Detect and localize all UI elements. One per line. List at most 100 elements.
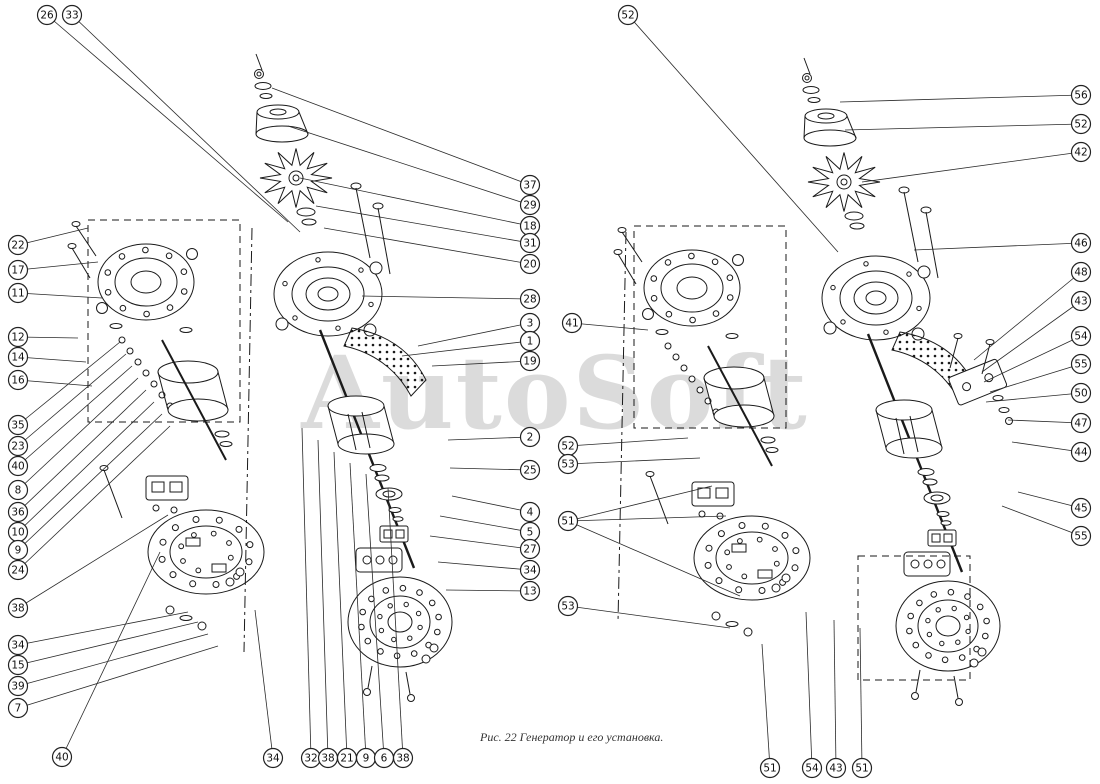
leader-line (387, 487, 404, 759)
callout-38: 38 (7, 597, 29, 619)
leader-line (567, 520, 741, 597)
adjusting-bracket (948, 358, 1008, 406)
leader-line (254, 609, 274, 759)
leader-line (17, 621, 199, 666)
callout-34: 34 (7, 634, 29, 656)
callout-11: 11 (7, 282, 29, 304)
callout-number: 34 (266, 753, 280, 765)
leader-line (17, 389, 147, 513)
leader-line (567, 457, 701, 465)
leader-line (833, 619, 837, 769)
leader-line (839, 94, 1082, 103)
callout-10: 10 (7, 521, 29, 543)
callout-38: 38 (317, 747, 339, 769)
leader-line (567, 437, 689, 447)
callout-number: 40 (11, 461, 24, 473)
callout-55: 55 (1070, 353, 1092, 375)
callout-9: 9 (7, 539, 29, 561)
leader-line (299, 177, 531, 227)
leader-line (17, 645, 219, 709)
leader-line (761, 643, 771, 769)
callout-number: 8 (15, 485, 22, 497)
leader-line (1017, 491, 1082, 509)
callout-number: 38 (396, 753, 409, 765)
callout-number: 32 (304, 753, 317, 765)
callout-number: 51 (561, 516, 574, 528)
callout-46: 46 (1070, 232, 1092, 254)
callout-number: 28 (523, 294, 536, 306)
callout-51: 51 (557, 510, 579, 532)
leader-line (627, 14, 839, 253)
callout-number: 23 (11, 441, 24, 453)
callout-33: 33 (61, 4, 83, 26)
leader-line (447, 436, 531, 441)
callout-number: 55 (1074, 531, 1087, 543)
callout-number: 43 (829, 763, 842, 775)
callout-12: 12 (7, 326, 29, 348)
callout-number: 54 (1074, 331, 1088, 343)
callout-number: 40 (55, 752, 68, 764)
callout-45: 45 (1070, 497, 1092, 519)
leader-line (985, 392, 1082, 403)
callout-3: 3 (519, 312, 541, 334)
callout-number: 35 (11, 420, 24, 432)
leader-line (439, 515, 531, 533)
callout-32: 32 (300, 747, 322, 769)
callout-37: 37 (519, 174, 541, 196)
callout-22: 22 (7, 234, 29, 256)
leader-line (983, 335, 1082, 383)
leader-line (61, 551, 161, 758)
leader-line (981, 300, 1082, 373)
figure-caption: Рис. 22 Генератор и его установка. (479, 730, 663, 744)
callout-53: 53 (557, 595, 579, 617)
leader-line (301, 427, 312, 759)
callout-52: 52 (1070, 113, 1092, 135)
callout-number: 1 (527, 336, 534, 348)
callout-36: 36 (7, 501, 29, 523)
leader-line (17, 353, 127, 447)
callout-number: 38 (321, 753, 334, 765)
leader-line (17, 425, 171, 571)
leader-line (17, 413, 163, 551)
leader-line (449, 467, 531, 471)
assembly-drawings (67, 53, 1013, 706)
callout-56: 56 (1070, 84, 1092, 106)
callout-number: 52 (621, 10, 634, 22)
leader-line (365, 473, 385, 759)
leader-line (315, 205, 531, 244)
leader-line (271, 87, 531, 186)
callout-28: 28 (519, 288, 541, 310)
callout-51: 51 (851, 757, 873, 779)
callout-number: 3 (527, 318, 534, 330)
callout-number: 36 (11, 507, 25, 519)
leader-line (46, 14, 289, 223)
leader-line (567, 485, 713, 522)
leader-line (17, 514, 169, 609)
callout-48: 48 (1070, 261, 1092, 283)
callout-number: 20 (523, 259, 536, 271)
leader-line (361, 295, 531, 300)
leader-line (17, 292, 103, 299)
callout-number: 4 (527, 507, 534, 519)
leader-line (17, 227, 89, 246)
callout-23: 23 (7, 435, 29, 457)
leader-line (17, 261, 99, 271)
callout-number: 18 (523, 221, 536, 233)
callout-number: 37 (523, 180, 536, 192)
generator-exploded-view (802, 57, 1001, 706)
callout-18: 18 (519, 215, 541, 237)
callout-number: 34 (11, 640, 25, 652)
callout-44: 44 (1070, 441, 1092, 463)
callout-31: 31 (519, 232, 541, 254)
callout-24: 24 (7, 559, 29, 581)
leader-line (451, 495, 531, 513)
callout-51: 51 (759, 757, 781, 779)
leader-line (349, 462, 367, 759)
callout-number: 15 (11, 660, 24, 672)
callout-number: 48 (1074, 267, 1087, 279)
callout-9: 9 (355, 747, 377, 769)
callout-number: 14 (11, 352, 25, 364)
callout-6: 6 (373, 747, 395, 769)
